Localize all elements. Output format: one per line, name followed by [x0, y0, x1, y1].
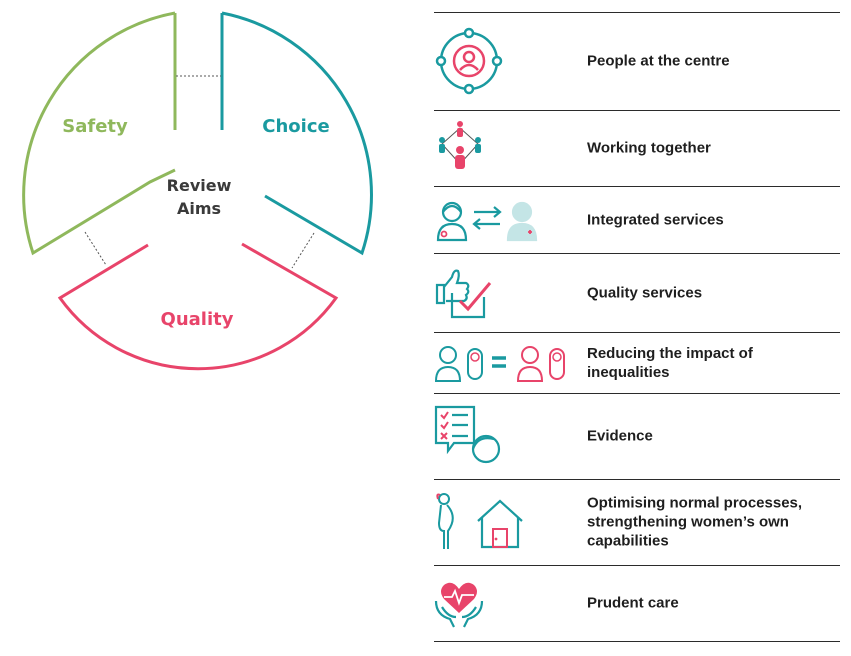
choice-segment: [220, 11, 373, 256]
quality-label: Quality: [161, 309, 234, 330]
team-network-icon: [434, 120, 579, 176]
principle-label: Integrated services: [587, 211, 724, 228]
divider: [434, 393, 840, 394]
list-item: Evidence: [434, 393, 840, 479]
divider: [434, 110, 840, 111]
list-item: Prudent care: [434, 565, 840, 641]
list-item: Integrated services: [434, 186, 840, 253]
divider: [434, 332, 840, 333]
principle-label: Quality services: [587, 284, 703, 301]
person-in-cycle-icon: [434, 26, 579, 96]
center-label-line1: Review: [167, 176, 232, 195]
divider: [434, 641, 840, 642]
safety-segment: [22, 11, 176, 256]
connector-choice-quality: [291, 232, 315, 269]
principle-label: Reducing the impact of inequalities: [587, 344, 753, 381]
list-item: Optimising normal processes, strengtheni…: [434, 479, 840, 565]
equal-families-icon: [434, 343, 579, 383]
heart-in-hands-icon: [434, 577, 579, 629]
thumbs-up-checkbox-icon: [434, 265, 579, 321]
principle-label: Optimising normal processes, strengtheni…: [587, 494, 803, 550]
connector-safety-quality: [84, 231, 107, 266]
divider: [434, 253, 840, 254]
divider: [434, 565, 840, 566]
center-label-line2: Aims: [177, 199, 221, 218]
divider: [434, 12, 840, 13]
list-item: Quality services: [434, 253, 840, 332]
principle-label: People at the centre: [587, 52, 730, 70]
checklist-speech-icon: [434, 405, 579, 467]
list-item: Working together: [434, 110, 840, 186]
safety-label: Safety: [62, 116, 128, 137]
principle-label: Prudent care: [587, 594, 679, 612]
choice-label: Choice: [262, 116, 329, 137]
divider: [434, 479, 840, 480]
pregnant-woman-home-icon: [434, 491, 579, 553]
quality-segment: [57, 242, 339, 371]
review-aims-diagram: Safety Choice Quality Review Aims: [22, 11, 373, 371]
clinicians-exchange-icon: [434, 198, 579, 242]
principle-label: Evidence: [587, 427, 653, 445]
list-item: Reducing the impact of inequalities: [434, 332, 840, 393]
divider: [434, 186, 840, 187]
list-item: People at the centre: [434, 12, 840, 110]
principle-label: Working together: [587, 139, 711, 157]
